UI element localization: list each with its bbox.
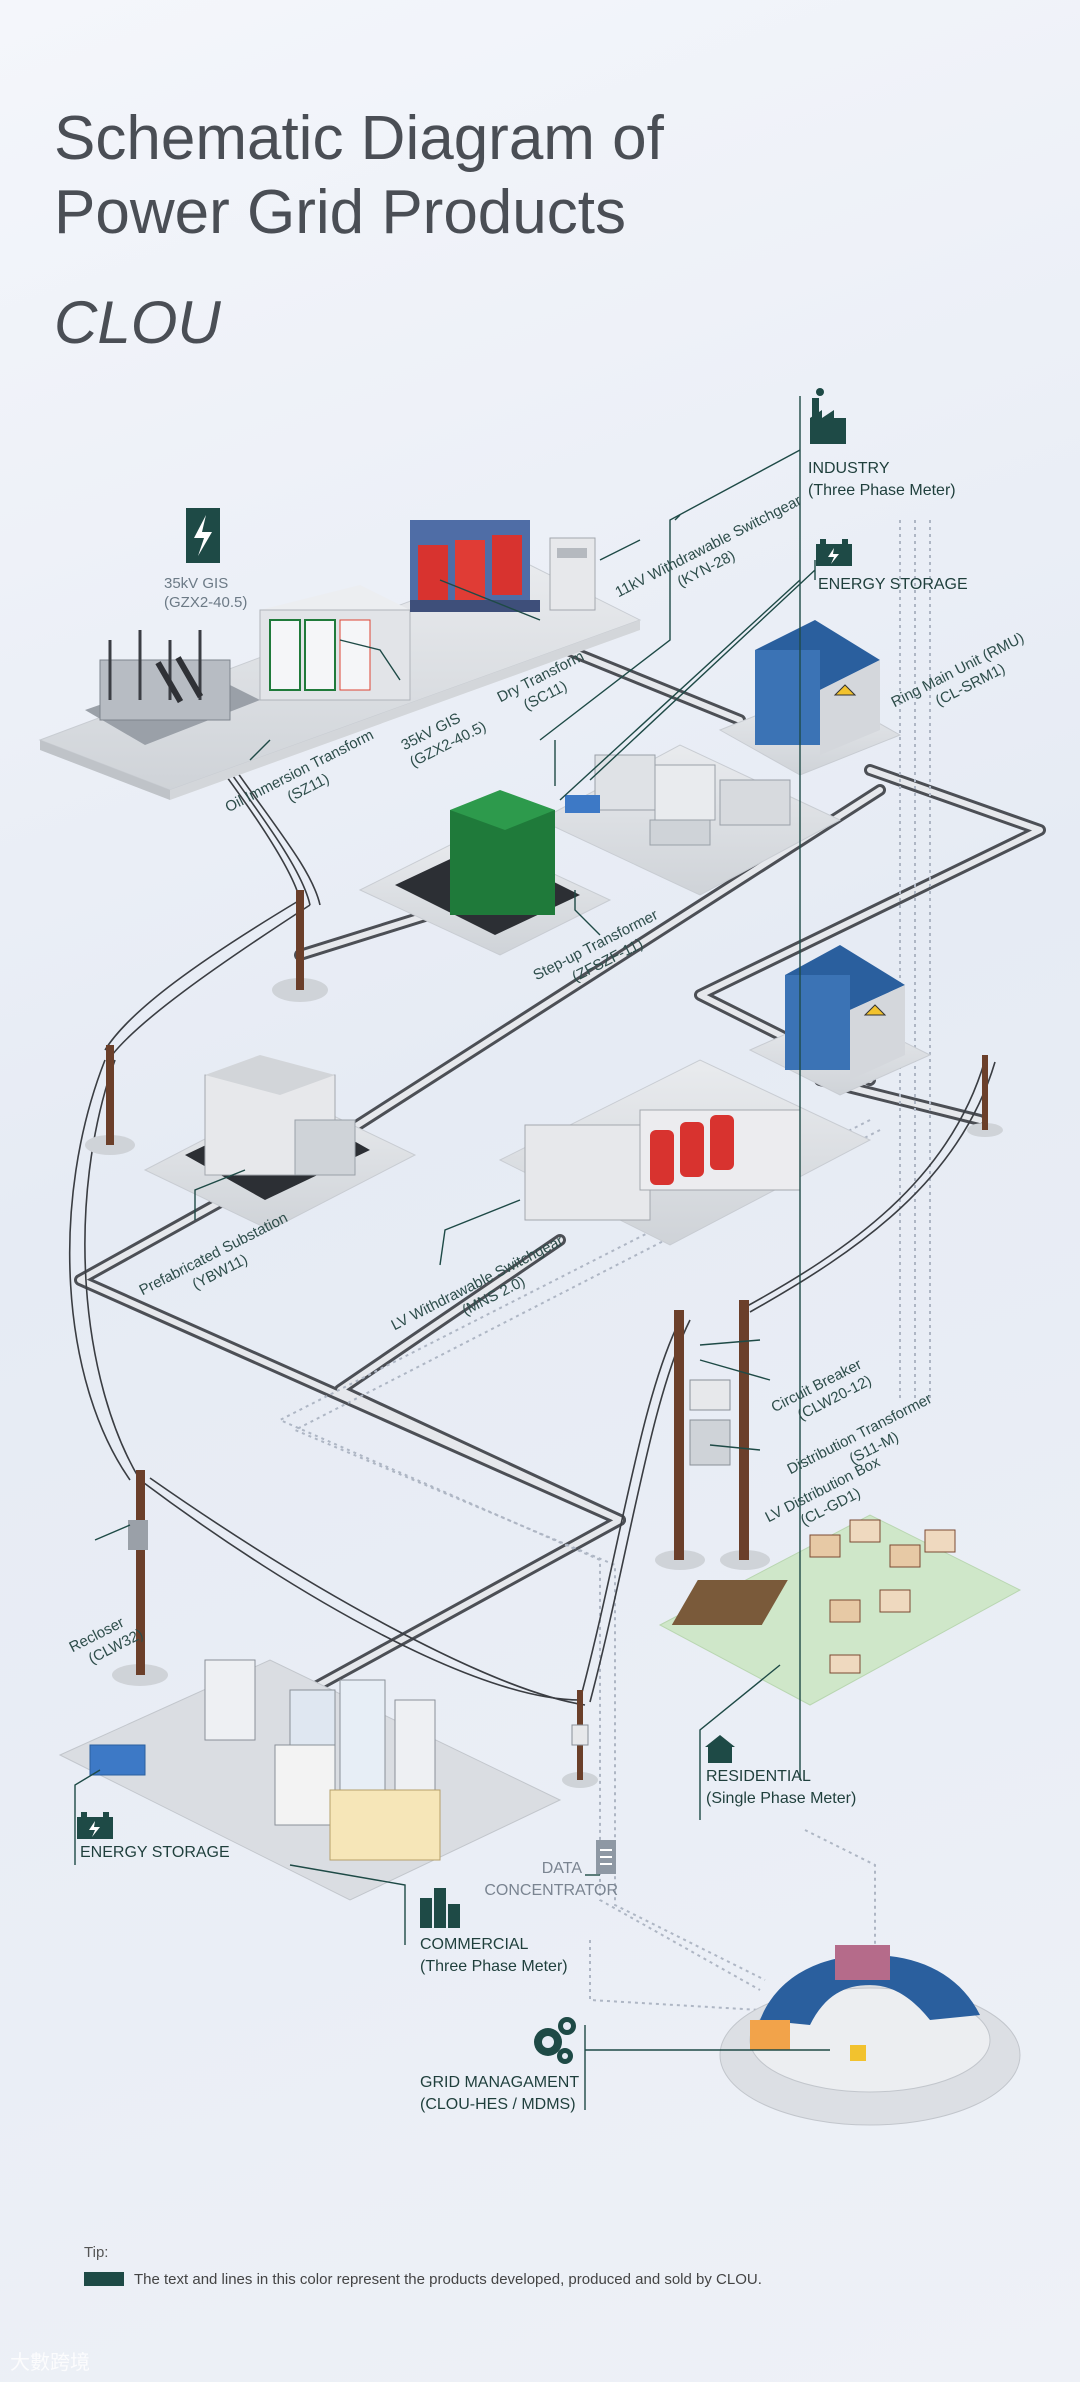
stepup-transformer	[358, 790, 612, 956]
ring-main-unit-top	[718, 620, 902, 776]
industry-category: INDUSTRY (Three Phase Meter)	[808, 458, 956, 502]
residential-category: RESIDENTIAL (Single Phase Meter)	[706, 1766, 856, 1810]
watermark: 大數跨境	[10, 2352, 90, 2374]
prefabricated-substation	[143, 1055, 417, 1231]
house-icon	[705, 1735, 735, 1763]
residential-area	[658, 1514, 1022, 1706]
dry-transformer	[410, 520, 540, 612]
tip-title: Tip:	[84, 2244, 109, 2261]
title-line-2: Power Grid Products	[54, 178, 626, 247]
lightning-icon	[186, 508, 220, 563]
data-concentrator-line1: DATA	[541, 1860, 582, 1877]
commercial-title: COMMERCIAL	[420, 1936, 529, 1953]
energy-storage-bottom: ENERGY STORAGE	[80, 1844, 230, 1861]
commercial-subtitle: (Three Phase Meter)	[420, 1958, 568, 1975]
industry-area	[538, 744, 842, 896]
gis-top-name: 35kV GIS	[164, 575, 229, 592]
commercial-category: COMMERCIAL (Three Phase Meter)	[420, 1934, 568, 1978]
industry-subtitle: (Three Phase Meter)	[808, 482, 956, 499]
pole-equipment	[128, 1379, 731, 1746]
commercial-area	[58, 1659, 562, 1901]
gis-top-model: (GZX2-40.5)	[164, 594, 248, 611]
lv-switchgear-hall	[498, 1059, 872, 1246]
residential-subtitle: (Single Phase Meter)	[706, 1790, 857, 1807]
battery-icon-bottom	[77, 1812, 113, 1839]
communication-lines	[277, 520, 931, 2011]
battery-icon-top	[816, 539, 852, 566]
grid-subtitle: (CLOU-HES / MDMS)	[420, 2096, 576, 2113]
data-concentrator-line2: CONCENTRATOR	[484, 1882, 618, 1899]
kyn-switchgear	[549, 537, 596, 611]
title-line-1: Schematic Diagram of	[54, 104, 664, 173]
ring-main-unit-mid	[748, 945, 932, 1096]
gears-icon	[534, 2017, 576, 2064]
residential-title: RESIDENTIAL	[706, 1768, 811, 1785]
brand-name: CLOU	[54, 289, 221, 356]
gis-top-label: 35kV GIS (GZX2-40.5)	[164, 574, 247, 612]
data-concentrator-icon	[596, 1840, 616, 1874]
grid-management-category: GRID MANAGAMENT (CLOU-HES / MDMS)	[420, 2072, 579, 2116]
gis-cabinet	[259, 585, 411, 701]
tip-color-swatch	[84, 2272, 124, 2286]
industry-title: INDUSTRY	[808, 460, 890, 477]
page-title: Schematic Diagram of Power Grid Products	[54, 102, 664, 250]
energy-storage-top: ENERGY STORAGE	[818, 576, 968, 593]
oil-immersion-transformer	[85, 630, 260, 745]
grid-title: GRID MANAGAMENT	[420, 2074, 580, 2091]
buildings-icon	[420, 1888, 460, 1928]
factory-icon	[810, 388, 846, 444]
tip-text: The text and lines in this color represe…	[134, 2271, 762, 2288]
data-concentrator-label: DATA CONCENTRATOR	[482, 1858, 618, 1902]
leader-lines	[74, 396, 830, 2110]
grid-management-platform	[719, 1945, 1021, 2126]
